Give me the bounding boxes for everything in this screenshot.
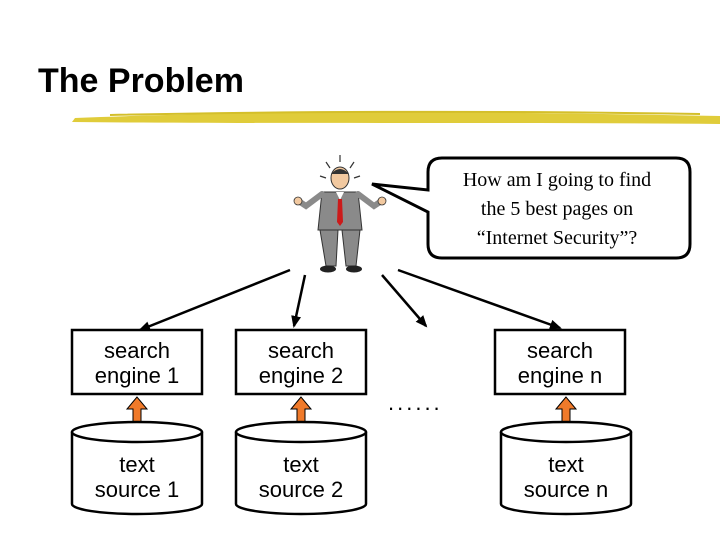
arrow-to-engine-2	[291, 274, 307, 328]
source-label-line1: text	[119, 452, 155, 477]
question-line-3: “Internet Security”?	[476, 227, 638, 249]
arrow-to-engine-1	[138, 268, 291, 332]
engine-label-line2: engine 1	[94, 363, 180, 388]
source-label-line1: text	[548, 452, 584, 477]
engine-label-1: search engine 1	[72, 338, 202, 388]
source-label-line2: source 2	[258, 477, 344, 502]
speech-bubble-text: How am I going to find the 5 best pages …	[432, 166, 682, 253]
question-line-1: How am I going to find	[462, 169, 652, 191]
arrow-to-engine-n	[397, 268, 562, 330]
engine-label-line1: search	[267, 338, 335, 363]
engine-label-line2: engine 2	[258, 363, 344, 388]
slide-title: The Problem	[38, 62, 244, 100]
engine-label-2: search engine 2	[236, 338, 366, 388]
engine-label-line1: search	[526, 338, 594, 363]
engine-box-1	[70, 328, 204, 396]
more-engines-ellipsis: ......	[388, 390, 443, 415]
arrow-to-more-engines	[381, 274, 428, 328]
confused-man-icon	[293, 155, 387, 273]
source-label-line2: source n	[523, 477, 609, 502]
engine-label-line2: engine n	[517, 363, 603, 388]
engine-label-n: search engine n	[495, 338, 625, 388]
source-cylinder-1	[70, 420, 204, 516]
speech-bubble	[371, 156, 692, 260]
source-cylinder-n	[499, 420, 633, 516]
title-underline	[72, 112, 720, 124]
engine-box-n	[493, 328, 627, 396]
source-label-2: text source 2	[236, 452, 366, 502]
source-label-n: text source n	[501, 452, 631, 502]
source-label-line1: text	[283, 452, 319, 477]
source-label-1: text source 1	[72, 452, 202, 502]
source-label-line2: source 1	[94, 477, 180, 502]
engine-box-2	[234, 328, 368, 396]
engine-label-line1: search	[103, 338, 171, 363]
source-cylinder-2	[234, 420, 368, 516]
question-line-2: the 5 best pages on	[480, 198, 634, 220]
title-underline-accent	[109, 110, 701, 116]
